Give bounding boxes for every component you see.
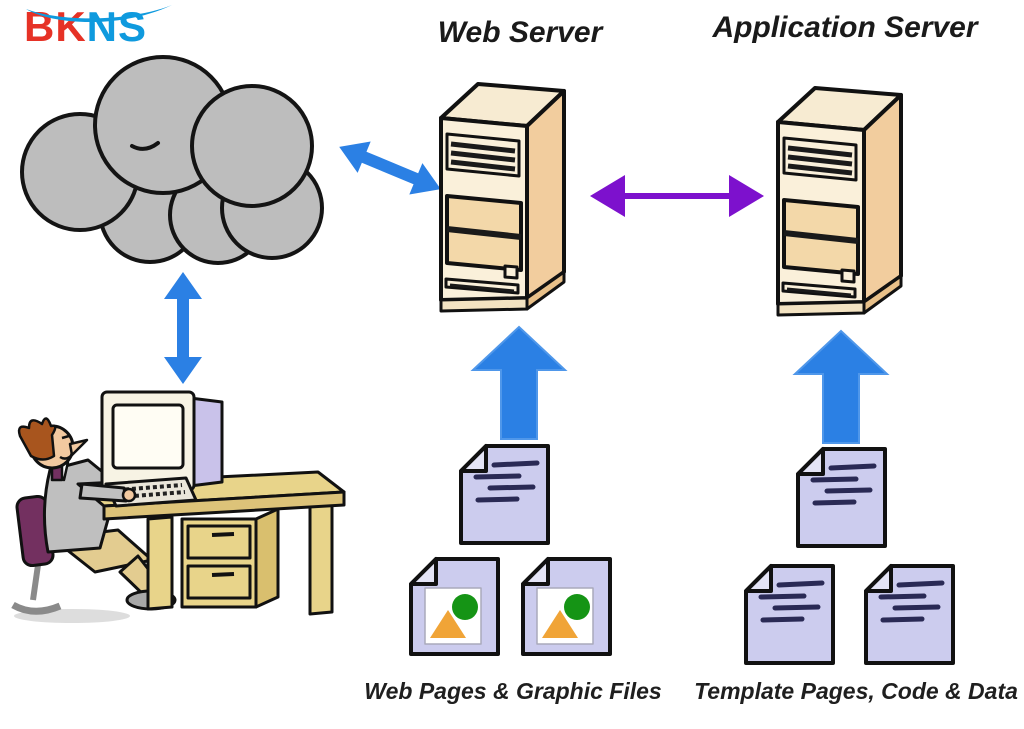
- templatefiles-upload-arrow: [794, 330, 888, 444]
- webfiles-upload-arrow: [472, 326, 566, 440]
- web-files-caption: Web Pages & Graphic Files: [364, 678, 662, 704]
- person-hand: [121, 487, 137, 503]
- logo-swoosh-icon: [26, 5, 172, 22]
- cloud-to-user-arrow: [164, 272, 202, 384]
- web-server-label: Web Server: [437, 16, 603, 49]
- user-workstation-illustration: [11, 390, 346, 623]
- graphic-file-icon: [521, 557, 612, 656]
- cloud-to-webserver-arrow: [339, 141, 441, 195]
- logo-text-blue: NS: [86, 3, 148, 50]
- data-document-icon: [866, 566, 953, 663]
- template-page-document-icon: [798, 449, 885, 546]
- template-files-caption: Template Pages, Code & Data: [694, 678, 1018, 704]
- application-server-icon: [778, 88, 901, 315]
- web-server-icon: [441, 84, 564, 311]
- internet-cloud-icon: [20, 55, 324, 265]
- webserver-to-appserver-arrow: [590, 175, 764, 217]
- web-page-document-icon: [461, 446, 548, 543]
- person-arm: [78, 482, 128, 503]
- application-server-label: Application Server: [712, 11, 978, 44]
- person-head: [17, 417, 89, 482]
- bkns-logo: BKNS: [24, 3, 172, 50]
- graphic-file-icon: [409, 557, 500, 656]
- computer-monitor-icon: [100, 390, 224, 492]
- code-document-icon: [746, 566, 833, 663]
